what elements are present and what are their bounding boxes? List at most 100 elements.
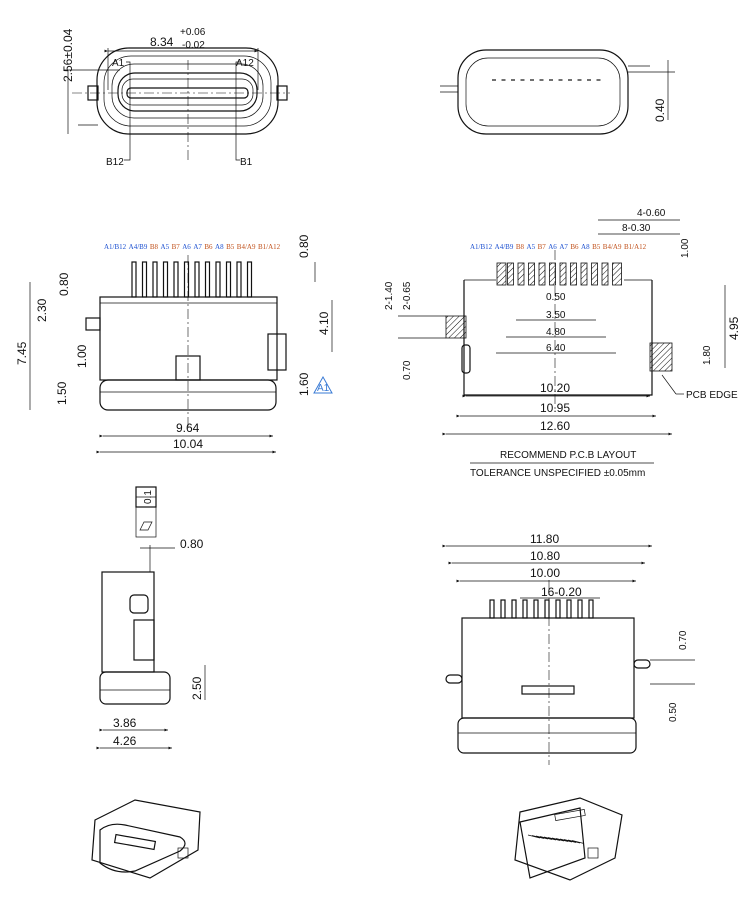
pin (544, 599, 550, 619)
dim-230: 2.30 (35, 298, 49, 322)
pcb-layout-title: RECOMMEND P.C.B LAYOUT (500, 450, 636, 461)
pin-label: A5 (161, 243, 170, 251)
pin-label: B6 (204, 243, 213, 251)
rear-view: 0.40 (440, 49, 675, 135)
pin (194, 261, 200, 298)
contact (531, 835, 545, 839)
label-b12: B12 (106, 157, 124, 168)
contact (543, 836, 557, 841)
width-tol-plus: +0.06 (180, 27, 206, 38)
pin (152, 261, 158, 298)
pin-label: A5 (527, 243, 536, 251)
dim-160: 1.60 (297, 372, 311, 396)
pin (489, 599, 495, 619)
pcb-pad (496, 262, 507, 286)
pin-label: A1/B12 (104, 243, 127, 251)
dim-2-140: 2-1.40 (384, 281, 395, 310)
contact (555, 838, 569, 842)
dim-1260: 12.60 (540, 419, 570, 433)
contact (559, 838, 573, 843)
dim-1095: 10.95 (540, 401, 570, 415)
pcb-pad (591, 262, 598, 286)
dim-180: 1.80 (702, 345, 713, 365)
dim-080-pin: 0.80 (297, 234, 311, 258)
pin (500, 599, 506, 619)
dim-495: 4.95 (727, 316, 741, 340)
pin-label: A7 (193, 243, 202, 251)
pin-label: B4/A9 (237, 243, 256, 251)
width-dim: 8.34 (150, 35, 174, 49)
pin-label: B5 (226, 243, 235, 251)
pin (141, 261, 148, 298)
pcb-pad (580, 262, 588, 286)
pcb-pad (538, 262, 546, 286)
contact (539, 836, 553, 840)
tolerance-note: TOLERANCE UNSPECIFIED ±0.05mm (470, 468, 645, 479)
a1-marker: A1 (317, 383, 330, 394)
contact (563, 839, 577, 843)
pcb-pad (601, 262, 609, 286)
bottom-dim-1180: 11.80 (530, 532, 559, 546)
pin-label: B1/A12 (624, 243, 647, 251)
pcb-pad (517, 262, 525, 286)
dim-964: 9.64 (176, 421, 200, 435)
pin (173, 261, 179, 298)
dim-1020: 10.20 (540, 381, 570, 395)
pin (204, 261, 211, 298)
pin (511, 599, 517, 619)
pcb-pad (507, 262, 514, 286)
height-dim: 2.56±0.04 (61, 28, 75, 82)
pin (588, 599, 594, 619)
pin (555, 599, 561, 619)
pin-label: A1/B12 (470, 243, 493, 251)
pin (577, 599, 583, 619)
pcb-pad (528, 262, 535, 286)
pin-label: A8 (215, 243, 224, 251)
dim-4-060: 4-0.60 (637, 208, 666, 219)
bottom-dim-1000: 10.00 (530, 566, 560, 580)
isometric-view-rear (514, 797, 623, 881)
bottom-view: 11.80 10.80 10.00 16-0.20 0.70 0.50 (442, 532, 695, 765)
label-a1: A1 (112, 58, 125, 69)
side-dim-080: 0.80 (180, 537, 204, 551)
dim-150: 1.50 (55, 381, 69, 405)
front-view: 8.34 +0.06 -0.02 2.56±0.04 A1 A12 B12 B1 (61, 27, 290, 168)
pcb-pad (559, 262, 567, 286)
contact (527, 834, 541, 839)
label-b1: B1 (240, 157, 253, 168)
side-view: 0.1 0.80 2.50 3.86 4.26 (96, 486, 206, 750)
pin-label: B6 (570, 243, 579, 251)
contact (567, 839, 581, 844)
dim-745: 7.45 (15, 341, 29, 365)
bottom-dim-16-020: 16-0.20 (541, 585, 582, 599)
pin-label: A6 (182, 243, 191, 251)
isometric-view-front (91, 799, 201, 879)
dim-1004: 10.04 (173, 437, 203, 451)
dim-050: 0.50 (546, 292, 566, 303)
contact (547, 837, 561, 841)
contact (535, 835, 549, 840)
pin (131, 261, 137, 298)
pcb-pad (570, 262, 577, 286)
rear-dim-040: 0.40 (653, 98, 667, 122)
pin-label: A7 (559, 243, 568, 251)
pin-label: B5 (592, 243, 601, 251)
contact (551, 837, 565, 842)
side-dim-250: 2.50 (190, 676, 204, 700)
bottom-dim-070: 0.70 (678, 630, 689, 650)
label-a12: A12 (236, 58, 254, 69)
pin-label: A4/B9 (129, 243, 148, 251)
pin (162, 261, 169, 298)
pin (236, 261, 242, 298)
pcb-pad (549, 262, 556, 286)
pin-label: B7 (172, 243, 181, 251)
side-dim-386: 3.86 (113, 716, 137, 730)
pin-label: B7 (538, 243, 547, 251)
pin-label: B8 (516, 243, 525, 251)
pin-label: A4/B9 (495, 243, 514, 251)
bottom-dim-1080: 10.80 (530, 549, 560, 563)
pin-label: B8 (150, 243, 159, 251)
dim-2-065: 2-0.65 (402, 281, 413, 310)
